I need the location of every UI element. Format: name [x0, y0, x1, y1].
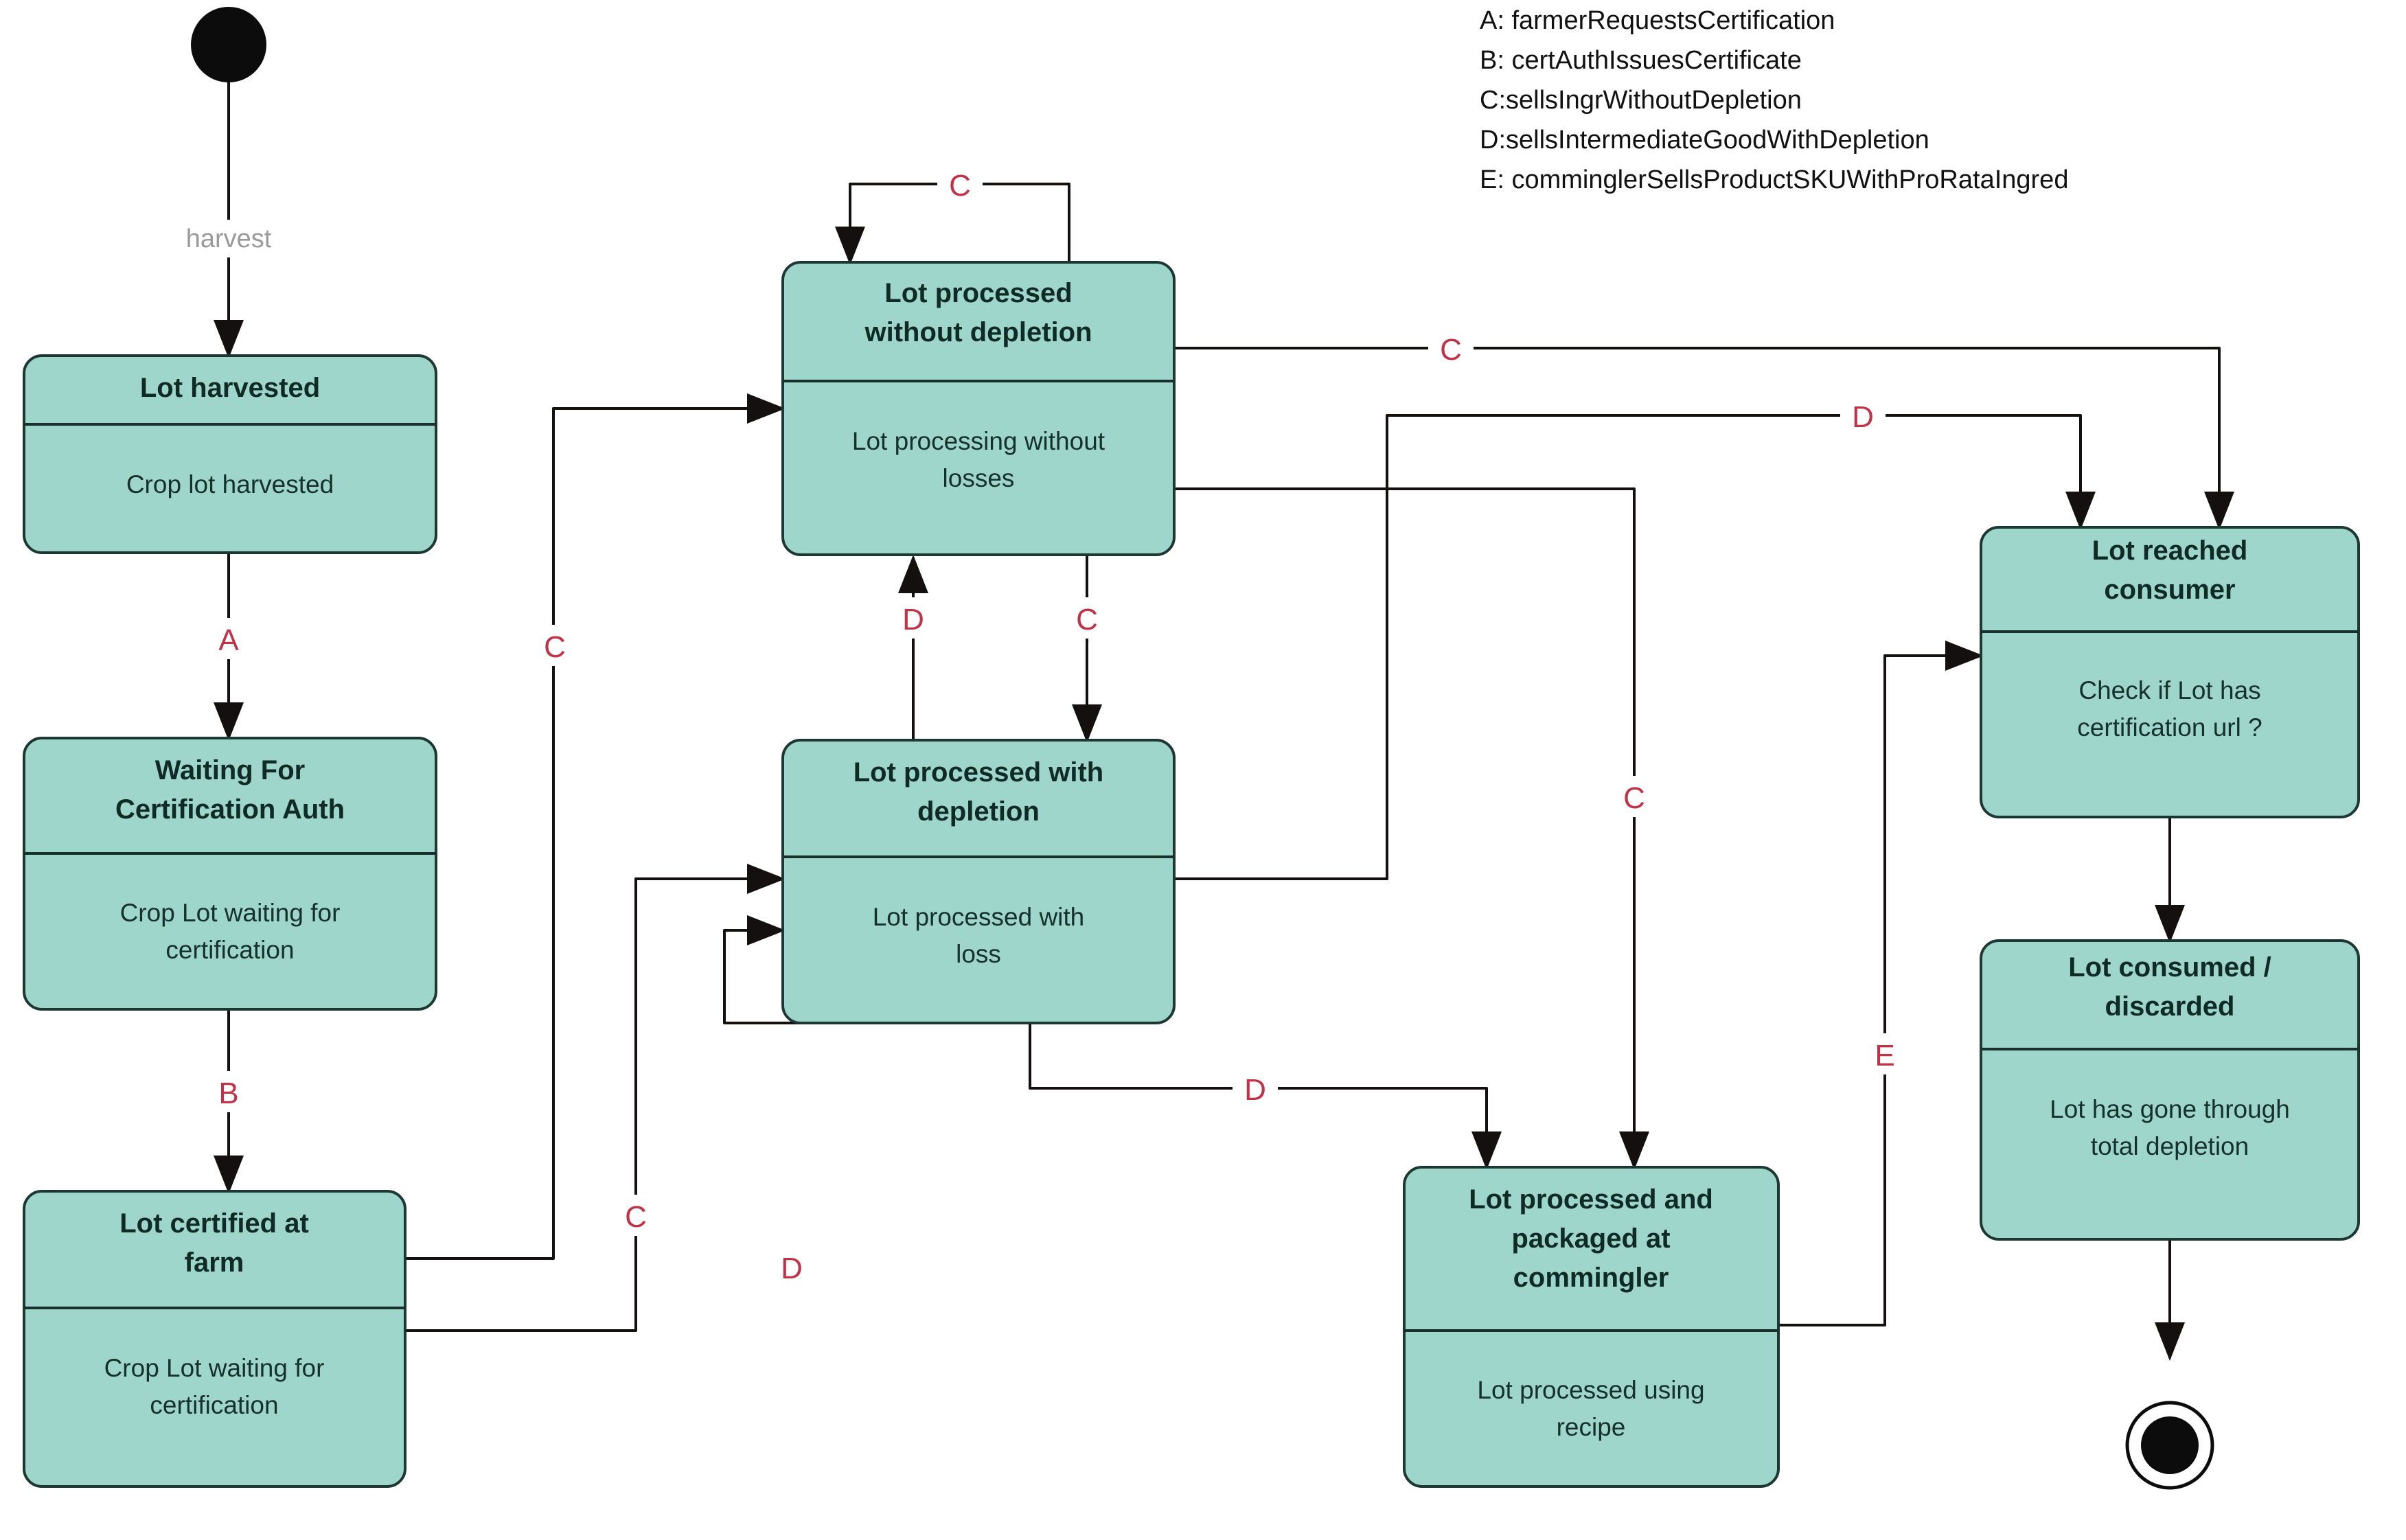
state-lot-processed-without-depletion[interactable]: Lot processed without depletion Lot proc… — [781, 261, 1176, 556]
edge-label-d-self-with: D — [781, 1252, 803, 1285]
state-title-line-2: farm — [185, 1248, 244, 1278]
state-desc-line-1: Lot processed using — [1477, 1376, 1704, 1404]
state-lot-reached-consumer[interactable]: Lot reached consumer Check if Lot has ce… — [1980, 526, 2360, 818]
edge-label-a: A — [218, 623, 239, 657]
edge-label-b: B — [218, 1077, 238, 1110]
edge-label-c-without-to-consumer: C — [1440, 333, 1462, 367]
state-desc-line-2: total depletion — [2091, 1132, 2249, 1160]
legend-item-e: E: comminglerSellsProductSKUWithProRataI… — [1480, 165, 2068, 194]
edge-label-c-without-to-commingler: C — [1623, 781, 1645, 815]
state-title-line-2: depletion — [917, 796, 1040, 827]
state-title-line-1: Lot processed with — [853, 757, 1104, 788]
final-node-dot — [2141, 1416, 2199, 1474]
state-title-line-1: Lot processed — [884, 278, 1072, 308]
edge-c-certified-to-with — [405, 864, 786, 1332]
edge-c-without-to-commingler — [1174, 487, 1649, 1170]
edge-label-harvest: harvest — [186, 225, 272, 253]
state-desc-line-1: Lot processed with — [873, 903, 1085, 931]
state-title-line-2: consumer — [2104, 575, 2235, 605]
edge-label-d-with-to-consumer: D — [1852, 400, 1874, 434]
state-lot-certified-at-farm[interactable]: Lot certified at farm Crop Lot waiting f… — [23, 1190, 406, 1488]
state-desc-line-1: Lot processing without — [852, 427, 1105, 455]
state-lot-processed-with-depletion[interactable]: Lot processed with depletion Lot process… — [781, 739, 1176, 1024]
state-title-line-2: packaged at — [1511, 1223, 1670, 1254]
edge-d-with-to-consumer — [1174, 414, 2096, 880]
state-desc-line-2: certification url ? — [2077, 713, 2262, 742]
state-title-line-2: without depletion — [864, 317, 1092, 347]
state-title-line-1: Lot reached — [2092, 536, 2248, 566]
state-lot-consumed-discarded[interactable]: Lot consumed / discarded Lot has gone th… — [1980, 939, 2360, 1241]
state-desc-line-2: certification — [165, 936, 294, 964]
state-desc-line-2: certification — [150, 1391, 278, 1419]
state-desc-line-2: losses — [943, 464, 1015, 492]
edge-c-without-to-consumer — [1174, 347, 2234, 530]
state-title-line-1: Lot certified at — [119, 1208, 309, 1239]
state-title-line-2: Certification Auth — [115, 794, 345, 825]
legend: A: farmerRequestsCertification B: certAu… — [1480, 6, 2068, 194]
state-desc-line-2: recipe — [1557, 1413, 1626, 1441]
final-node-ring — [2125, 1401, 2214, 1490]
state-title-line-1: Lot processed and — [1469, 1184, 1713, 1215]
end-node — [2125, 1401, 2214, 1490]
state-lot-harvested[interactable]: Lot harvested Crop lot harvested — [23, 354, 437, 554]
state-desc-line-1: Crop Lot waiting for — [120, 899, 341, 927]
legend-item-c: C:sellsIngrWithoutDepletion — [1480, 86, 1802, 115]
state-title-line-2: discarded — [2105, 991, 2235, 1022]
state-desc-line-1: Lot has gone through — [2050, 1095, 2290, 1123]
edge-labels-layer: harvest A B C C C C D C D D D C E — [172, 163, 1907, 1287]
state-waiting-for-certification-auth[interactable]: Waiting For Certification Auth Crop Lot … — [23, 737, 437, 1011]
legend-item-b: B: certAuthIssuesCertificate — [1480, 46, 1802, 75]
edge-label-d-with-to-without: D — [902, 603, 924, 636]
edge-label-e-commingler-to-consumer: E — [1875, 1039, 1894, 1072]
edge-label-c-certified-to-with: C — [625, 1200, 647, 1234]
edge-c-certified-to-without — [405, 393, 786, 1260]
state-title-line-3: commingler — [1513, 1263, 1669, 1293]
legend-item-d: D:sellsIntermediateGoodWithDepletion — [1480, 126, 1929, 154]
edge-label-d-with-to-commingler: D — [1244, 1073, 1266, 1107]
edge-d-self-with-depletion — [723, 915, 839, 1024]
state-desc-line-1: Crop Lot waiting for — [104, 1354, 325, 1382]
state-title: Lot harvested — [140, 373, 320, 403]
state-desc-line-2: loss — [956, 940, 1001, 968]
state-desc: Crop lot harvested — [126, 470, 334, 498]
legend-item-a: A: farmerRequestsCertification — [1480, 6, 1835, 35]
edge-label-c-without-to-with: C — [1076, 603, 1098, 636]
edge-e-commingler-to-consumer — [1778, 641, 1984, 1326]
edge-label-c-self-without: C — [949, 169, 971, 203]
state-desc-line-1: Check if Lot has — [2078, 676, 2260, 704]
state-title-line-1: Lot consumed / — [2068, 952, 2271, 982]
state-lot-processed-and-packaged-at-commingler[interactable]: Lot processed and packaged at commingler… — [1403, 1166, 1780, 1488]
edges-layer — [214, 81, 2234, 1361]
state-title-line-1: Waiting For — [155, 755, 305, 785]
start-node — [191, 7, 266, 82]
initial-node-circle — [191, 7, 266, 82]
edge-label-c-certified-to-without: C — [544, 630, 566, 664]
